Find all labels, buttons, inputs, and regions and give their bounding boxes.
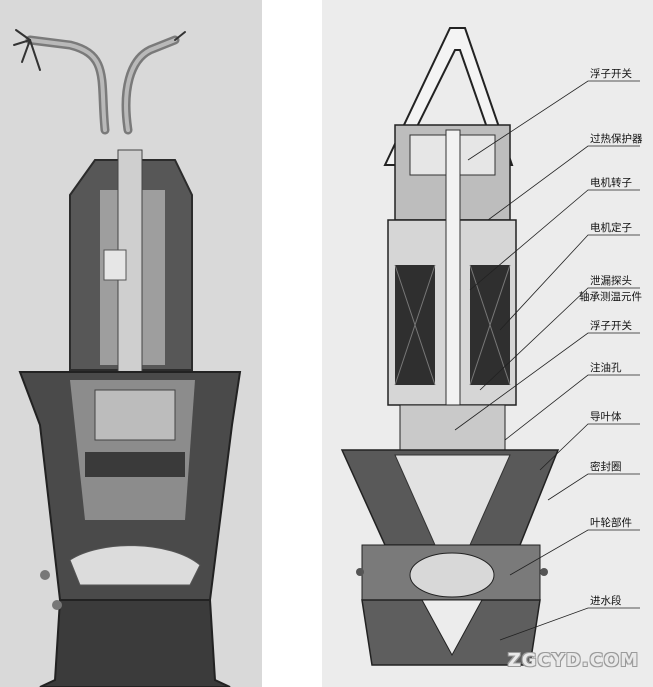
callout-seal-ring: 密封圈 [590, 460, 622, 473]
callout-oil-hole: 注油孔 [590, 361, 622, 374]
right-pump-section [340, 27, 560, 666]
callout-guide-vane: 导叶体 [590, 411, 622, 423]
callout-impeller-part: 叶轮部件 [590, 516, 632, 529]
callout-float-switch-mid: 浮子开关 [590, 319, 632, 332]
impeller-hub [409, 552, 495, 598]
leader-lines [454, 80, 640, 641]
callout-inlet-section: 进水段 [590, 594, 622, 607]
callout-labels: 浮子开关 过热保护器 电机转子 电机定子 泄漏探头 轴承测温元件 浮子开关 注油… [579, 67, 643, 607]
inlet-bell [39, 599, 231, 687]
watermark: ZGCYD.COM [507, 650, 639, 671]
callout-overheat-protector: 过热保护器 [590, 132, 643, 145]
left-pump-cutaway [13, 29, 242, 687]
callout-motor-stator: 电机定子 [590, 221, 632, 234]
callout-bearing-temp-sensor: 轴承测温元件 [579, 290, 642, 303]
callout-motor-rotor: 电机转子 [590, 176, 632, 189]
callout-float-switch-top: 浮子开关 [590, 67, 632, 80]
impeller [69, 545, 201, 586]
inlet-cone [421, 599, 483, 657]
power-cables [13, 29, 186, 135]
callout-leak-probe: 泄漏探头 [590, 274, 632, 287]
